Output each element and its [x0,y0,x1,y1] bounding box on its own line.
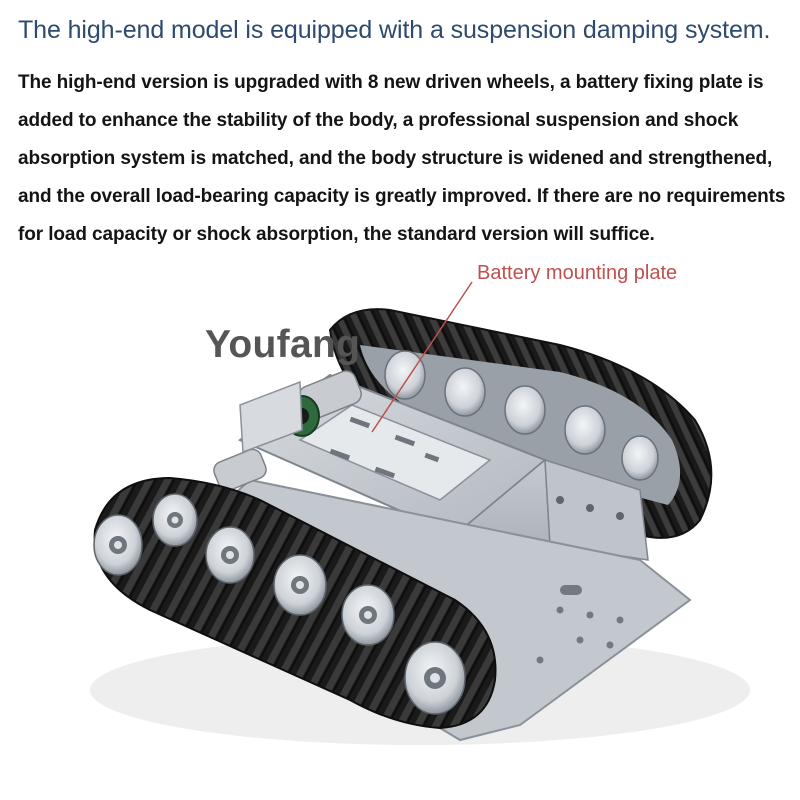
description-text: The high-end version is upgraded with 8 … [18,72,786,245]
headline: The high-end model is equipped with a su… [18,16,771,44]
tank-chassis-icon [90,281,750,745]
brand-watermark: Youfang [205,323,361,366]
callout-label: Battery mounting plate [477,262,678,284]
